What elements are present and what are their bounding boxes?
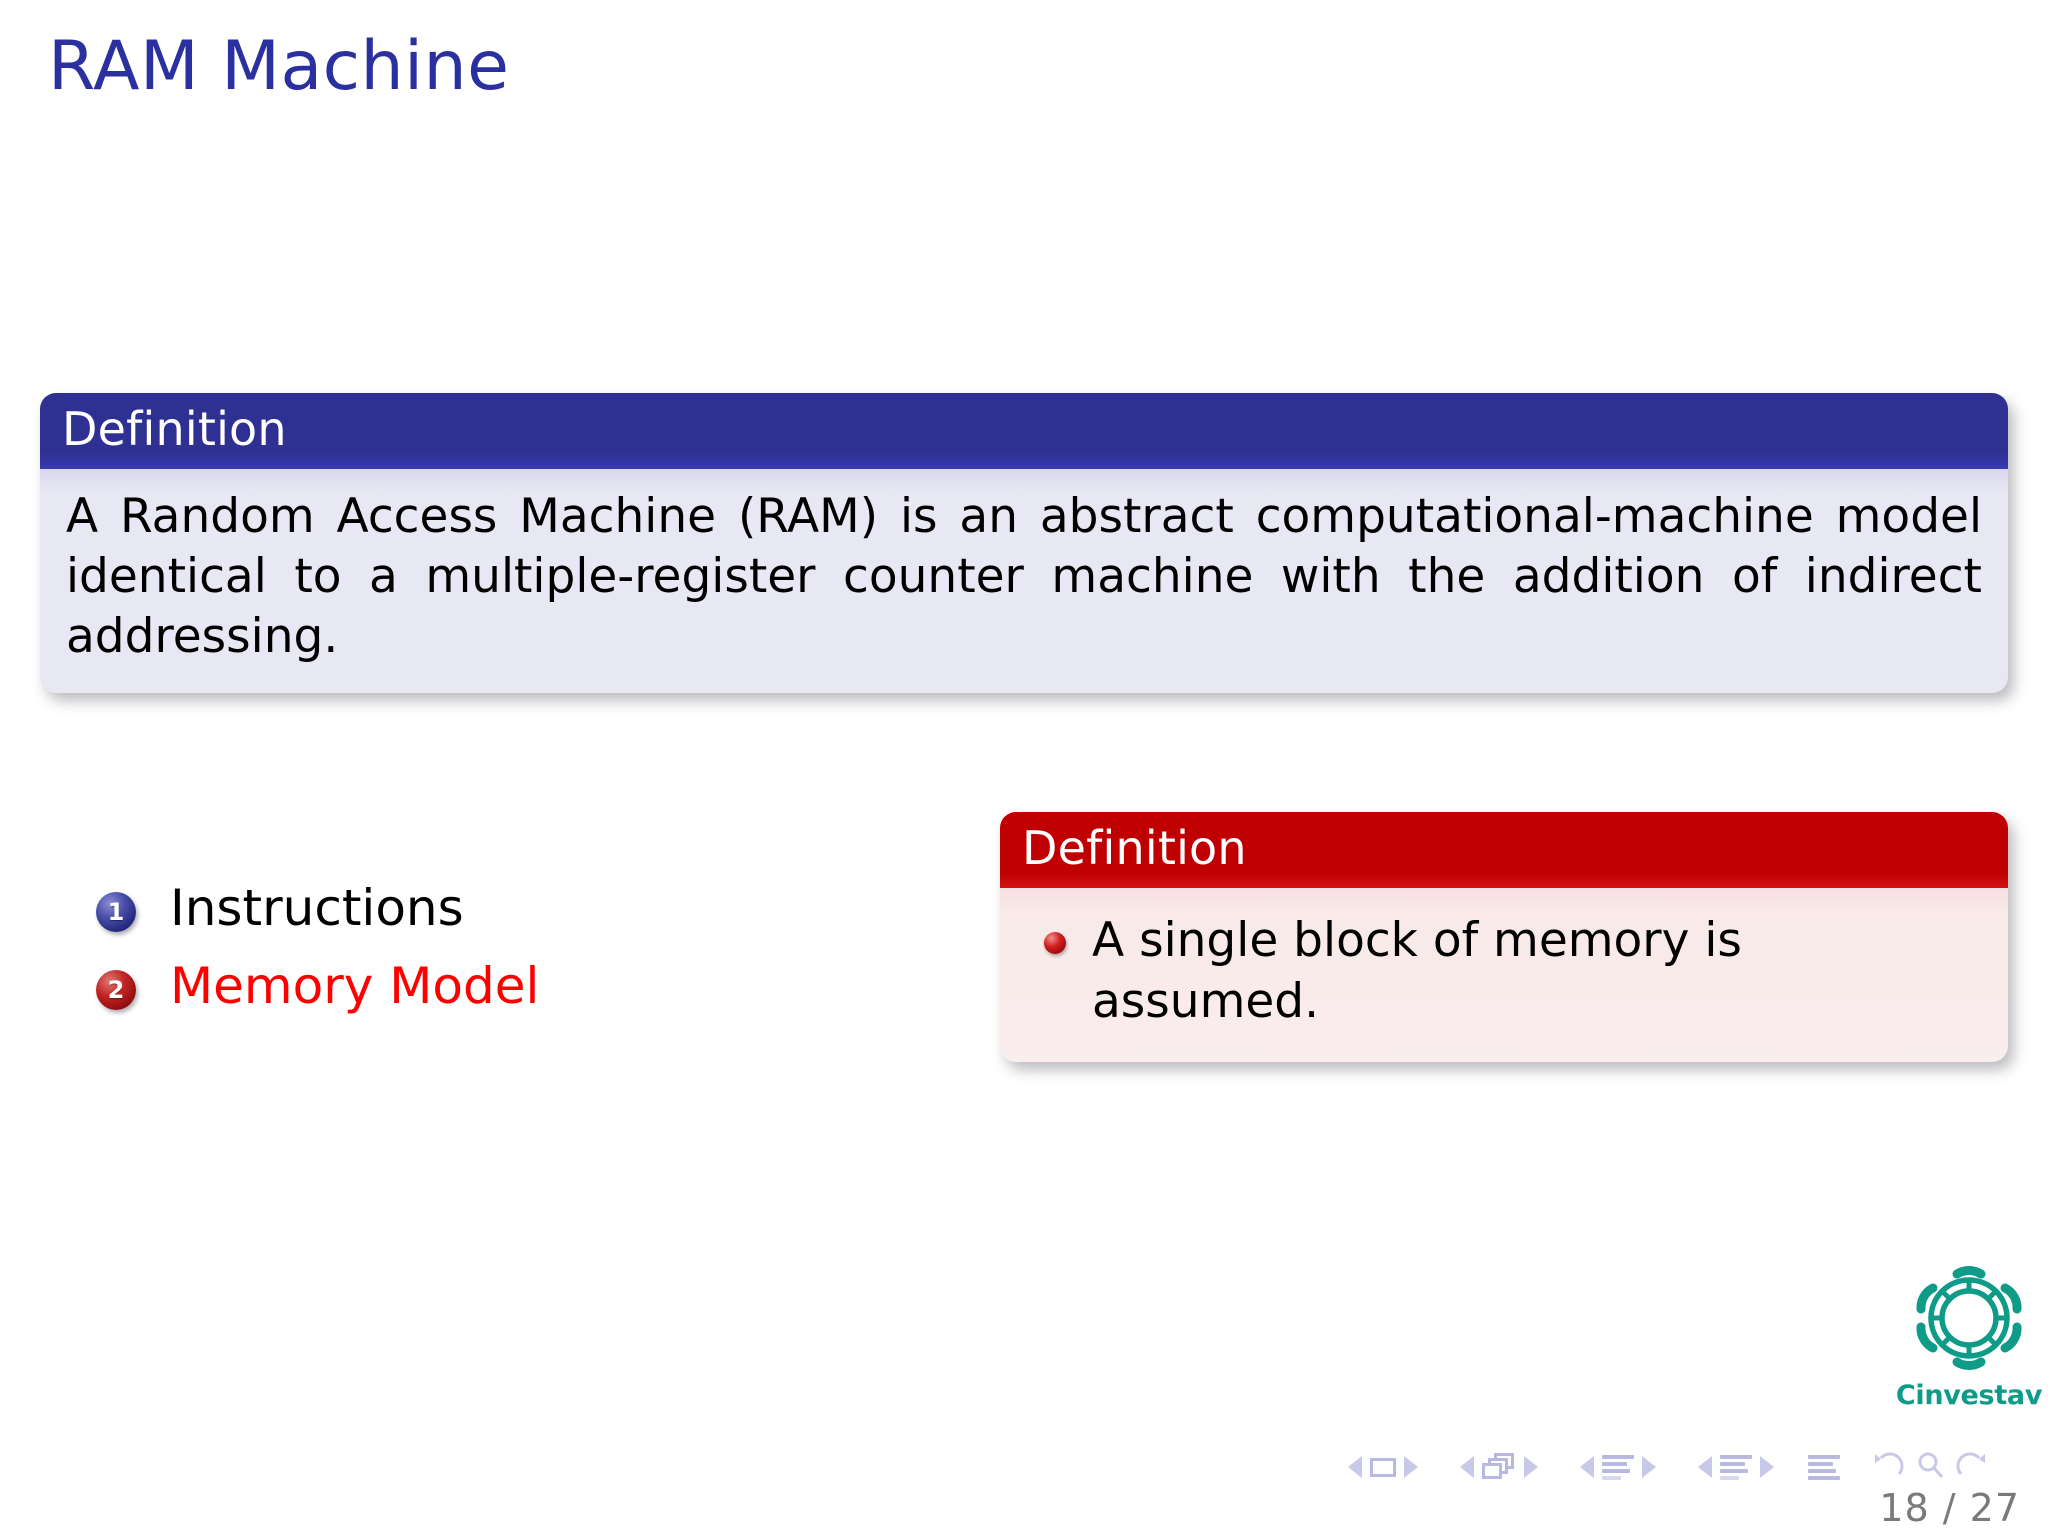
enum-label-instructions: Instructions <box>170 879 464 937</box>
next-section-icon[interactable] <box>1760 1456 1774 1478</box>
prev-frame-icon[interactable] <box>1460 1456 1474 1478</box>
page-title: RAM Machine <box>48 27 510 106</box>
cinvestav-wordmark: Cinvestav <box>1895 1380 2043 1411</box>
nav-group-slide <box>1340 1456 1426 1478</box>
subsection-lines-icon[interactable] <box>1602 1454 1634 1480</box>
list-item[interactable]: 1 Instructions <box>96 880 856 936</box>
alert-definition-block-body: A single block of memory is assumed. <box>1000 887 2008 1062</box>
alert-definition-block-title: Definition <box>1000 812 2008 888</box>
nav-group-history <box>1866 1450 1994 1484</box>
nav-group-frame <box>1452 1453 1546 1481</box>
alert-item-text: A single block of memory is assumed. <box>1092 912 1742 1029</box>
next-frame-icon[interactable] <box>1524 1456 1538 1478</box>
nav-group-subsection <box>1572 1454 1664 1480</box>
definition-block-title: Definition <box>40 393 2008 469</box>
enumerate-list: 1 Instructions 2 Memory Model <box>96 880 856 1036</box>
undo-arrow-icon[interactable] <box>1871 1450 1905 1484</box>
beamer-navigation-bar <box>1340 1450 2020 1484</box>
enum-marker-2: 2 <box>96 970 136 1010</box>
cinvestav-chain-logo-icon <box>1894 1258 2044 1378</box>
alert-definition-block: Definition A single block of memory is a… <box>1000 812 2008 1062</box>
slide-square-icon[interactable] <box>1370 1457 1396 1477</box>
bullet-icon <box>1044 931 1066 954</box>
prev-slide-icon[interactable] <box>1348 1456 1362 1478</box>
section-lines-icon[interactable] <box>1720 1454 1752 1480</box>
document-lines-icon[interactable] <box>1808 1454 1840 1480</box>
enum-label-memory-model: Memory Model <box>170 957 540 1015</box>
enum-marker-1: 1 <box>96 892 136 932</box>
prev-subsection-icon[interactable] <box>1580 1456 1594 1478</box>
definition-block: Definition A Random Access Machine (RAM)… <box>40 393 2008 694</box>
list-item[interactable]: 2 Memory Model <box>96 958 856 1014</box>
redo-arrow-icon[interactable] <box>1955 1450 1989 1484</box>
definition-block-body: A Random Access Machine (RAM) is an abst… <box>40 468 2008 694</box>
nav-group-presentation <box>1808 1454 1840 1480</box>
nav-group-section <box>1690 1454 1782 1480</box>
next-subsection-icon[interactable] <box>1642 1456 1656 1478</box>
frames-stack-icon[interactable] <box>1482 1453 1516 1481</box>
list-item: A single block of memory is assumed. <box>1026 910 1982 1032</box>
next-slide-icon[interactable] <box>1404 1456 1418 1478</box>
cinvestav-logo: Cinvestav <box>1894 1258 2044 1411</box>
magnifier-icon[interactable] <box>1915 1450 1945 1484</box>
page-counter: 18 / 27 <box>1879 1486 2020 1530</box>
prev-section-icon[interactable] <box>1698 1456 1712 1478</box>
